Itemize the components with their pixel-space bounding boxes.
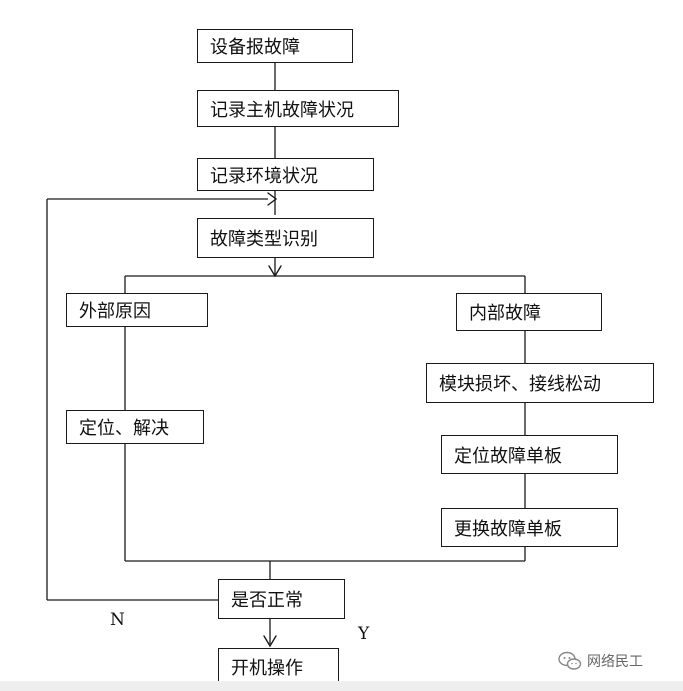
arrowhead-to-split [268,265,282,278]
node-power-on: 开机操作 [218,648,339,686]
node-report-fault: 设备报故障 [197,29,353,63]
watermark: 网络民工 [558,651,643,671]
node-replace-faulty-board: 更换故障单板 [441,508,618,547]
node-record-environment: 记录环境状况 [197,158,374,191]
node-identify-fault-type: 故障类型识别 [197,218,374,258]
node-is-normal: 是否正常 [218,579,345,619]
arrowhead-loop-back [267,192,278,206]
node-internal-fault: 内部故障 [456,293,602,331]
edge-label-no: N [110,610,125,630]
node-locate-resolve: 定位、解决 [66,410,204,444]
node-record-host-status: 记录主机故障状况 [197,90,399,127]
node-module-damage: 模块损坏、接线松动 [426,363,654,403]
arrowhead-to-power-on [263,635,277,648]
edge-label-yes: Y [358,624,370,644]
watermark-text: 网络民工 [587,654,643,670]
bottom-strip [0,681,683,691]
node-locate-faulty-board: 定位故障单板 [441,435,618,474]
node-external-cause: 外部原因 [66,293,208,327]
wechat-icon [558,651,582,670]
